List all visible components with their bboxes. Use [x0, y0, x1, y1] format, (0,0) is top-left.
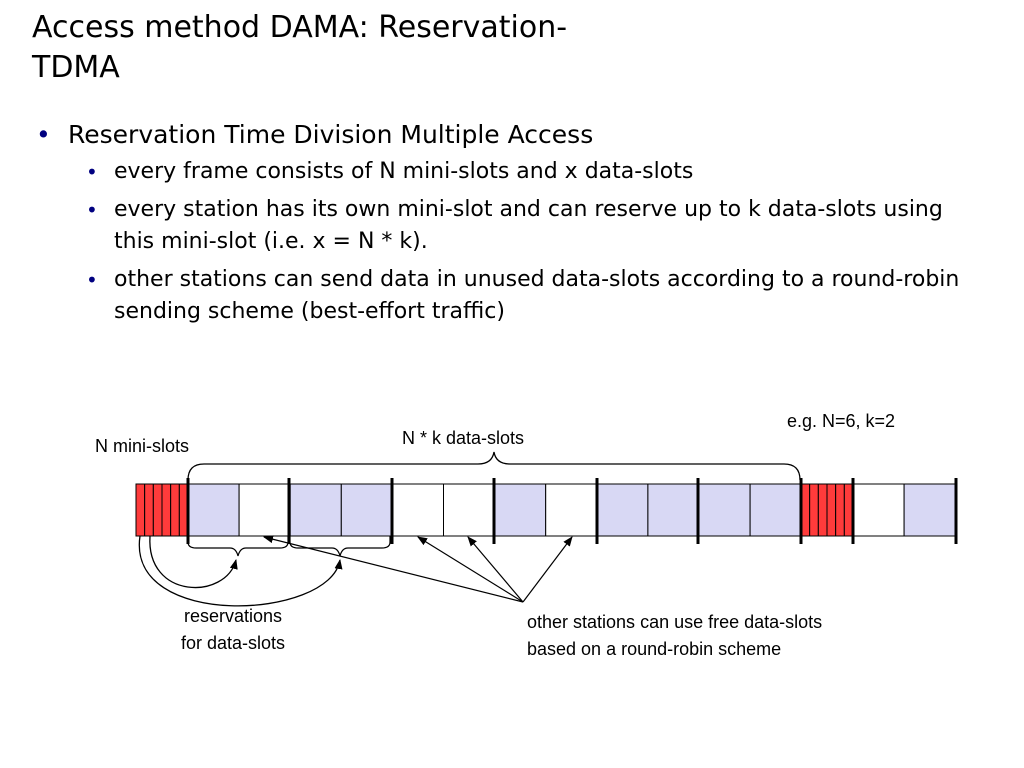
bullet-dot-icon: • [86, 268, 98, 292]
data-slots-label: N * k data-slots [402, 428, 524, 448]
reservations-label-line-2: for data-slots [181, 633, 285, 653]
bullet-list: • Reservation Time Division Multiple Acc… [32, 118, 992, 334]
reserved-data-slot [749, 483, 802, 537]
bullet-main: • Reservation Time Division Multiple Acc… [32, 118, 992, 152]
title-line-1: Access method DAMA: Reservation- [32, 10, 568, 45]
frame-dividers [186, 478, 958, 544]
free-data-slot [238, 483, 291, 537]
sub-bullet-text: every station has its own mini-slot and … [114, 197, 943, 254]
mini-slot [170, 483, 180, 537]
sub-bullet-text: other stations can send data in unused d… [114, 267, 960, 324]
free-slot-arrow-4 [522, 536, 573, 603]
reserved-data-slot [187, 483, 240, 537]
bullet-dot-icon: • [86, 160, 98, 184]
reserved-data-slot [340, 483, 393, 537]
bullet-dot-icon: • [86, 198, 98, 222]
slide-title: Access method DAMA: Reservation- TDMA [32, 8, 732, 88]
reserved-data-slot [903, 483, 956, 537]
reserved-data-slot [698, 483, 751, 537]
mini-slot [161, 483, 172, 537]
mini-slot [135, 483, 146, 537]
sub-bullet-text: every frame consists of N mini-slots and… [114, 159, 694, 184]
free-slot-arrow-1 [263, 535, 524, 603]
data-slots-brace [187, 451, 801, 481]
mini-slot [817, 483, 828, 537]
mini-slot [152, 483, 163, 537]
frame-slots [135, 483, 956, 537]
free-slots-label-line-1: other stations can use free data-slots [527, 612, 822, 632]
bullet-dot-icon: • [36, 120, 51, 149]
sub-bullet-1: • every frame consists of N mini-slots a… [32, 156, 992, 188]
reserved-data-slot [289, 483, 342, 537]
mini-slot [144, 483, 154, 537]
mini-slots-label: N mini-slots [95, 436, 189, 456]
mini-slot [835, 483, 845, 537]
free-slots-label-line-2: based on a round-robin scheme [527, 639, 781, 659]
free-data-slot [852, 483, 905, 537]
reserved-data-slot [596, 483, 649, 537]
reservation-arrow-2 [138, 535, 343, 607]
reserved-data-slot [647, 483, 700, 537]
reservation-brace-2 [289, 536, 391, 557]
reservation-arrow-1 [149, 535, 238, 589]
sub-bullet-3: • other stations can send data in unused… [32, 264, 992, 328]
bullet-main-text: Reservation Time Division Multiple Acces… [68, 120, 594, 149]
mini-slot [826, 483, 837, 537]
free-slot-arrow-3 [467, 536, 524, 603]
free-data-slot [443, 483, 496, 537]
reserved-data-slot [494, 483, 547, 537]
free-data-slot [545, 483, 598, 537]
free-data-slot [391, 483, 444, 537]
sub-bullet-2: • every station has its own mini-slot an… [32, 194, 992, 258]
free-slot-arrow-2 [417, 536, 524, 603]
example-label: e.g. N=6, k=2 [787, 411, 895, 431]
title-line-2: TDMA [32, 50, 120, 85]
reservation-brace-1 [187, 536, 289, 557]
mini-slot [809, 483, 819, 537]
reservations-label-line-1: reservations [184, 606, 282, 626]
